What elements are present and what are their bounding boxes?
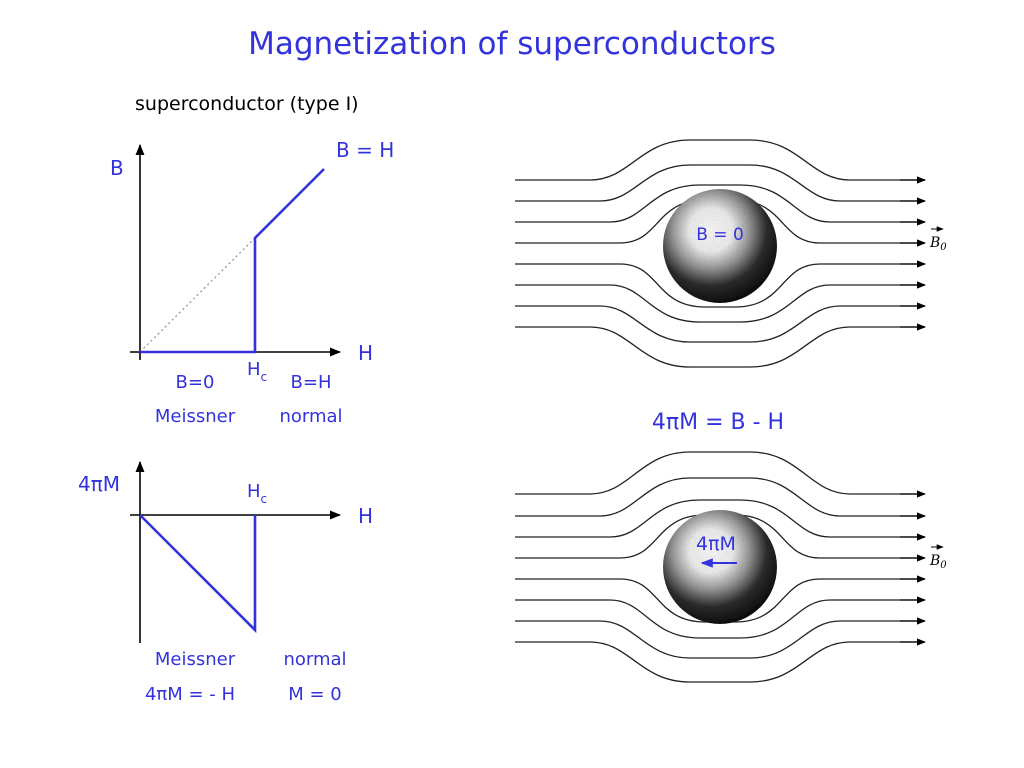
graph-b-y-label: B: [110, 156, 124, 180]
field-line: [515, 139, 926, 184]
graph-b-line-label: B = H: [336, 138, 394, 162]
graph-b-curve: [140, 168, 325, 354]
superconductor-sphere: [663, 189, 777, 303]
superconductor-sphere: [663, 510, 777, 624]
field-line: [515, 260, 926, 308]
field-b0-label-top: B0: [929, 226, 947, 253]
field-line: [515, 164, 926, 205]
svg-text:B0: B0: [929, 553, 947, 571]
field-line: [515, 599, 925, 639]
graph-m-hc-sub: c: [261, 492, 268, 506]
sphere-diagram-bottom: 4πM B0: [515, 451, 947, 683]
field-b0-main: B: [929, 553, 940, 569]
graph-b-region-left-line1: B=0: [176, 372, 215, 393]
graph-m-region-left-line1: Meissner: [155, 649, 236, 670]
field-line: [515, 184, 926, 226]
graph-b-hc-label: Hc: [247, 359, 267, 384]
sphere-bottom-label: 4πM: [696, 533, 736, 555]
page-title: Magnetization of superconductors: [248, 26, 776, 62]
field-b0-sub: 0: [940, 242, 947, 253]
graph-b-dotted-extension: [139, 237, 256, 353]
graph-m-hc-main: H: [247, 481, 261, 502]
graph-m-x-label: H: [358, 504, 373, 528]
graph-b-hc-sub: c: [261, 370, 268, 384]
graph-b-region-right-line2: normal: [279, 406, 342, 427]
field-line: [515, 620, 925, 659]
field-line: [515, 641, 925, 683]
graph-b-region-left-line2: Meissner: [155, 406, 236, 427]
graph-m-region-right-line1: normal: [283, 649, 346, 670]
svg-text:B0: B0: [929, 235, 947, 253]
graph-m-y-label: 4πM: [78, 472, 120, 496]
field-b0-sub: 0: [940, 560, 947, 571]
magnetization-equation: 4πM = B - H: [652, 410, 784, 435]
sphere-diagram-top: B = 0 B0: [515, 139, 947, 368]
field-lines-top: [515, 139, 926, 368]
field-line: [515, 477, 925, 517]
subtitle: superconductor (type I): [135, 93, 359, 115]
graph-m-curve: [139, 514, 257, 634]
graph-m-region-left-line2: 4πM = - H: [145, 684, 235, 705]
sphere-top-label: B = 0: [696, 225, 744, 245]
field-line: [515, 323, 926, 368]
field-line: [515, 499, 925, 538]
graph-b-vs-h: B H B = H Hc B=0 Meissner B=H normal: [110, 138, 394, 427]
graph-m-hc-label: Hc: [247, 481, 267, 506]
graph-b-hc-main: H: [247, 359, 261, 380]
graph-b-region-right-line1: B=H: [291, 372, 332, 393]
graph-b-x-label: H: [358, 341, 373, 365]
field-line: [515, 302, 926, 343]
field-line: [515, 451, 925, 495]
field-b0-main: B: [929, 235, 940, 251]
graph-m-vs-h: 4πM H Hc Meissner 4πM = - H normal M = 0: [78, 460, 373, 705]
graph-m-region-right-line2: M = 0: [288, 684, 342, 705]
field-line: [515, 281, 926, 323]
field-b0-label-bottom: B0: [929, 544, 947, 571]
